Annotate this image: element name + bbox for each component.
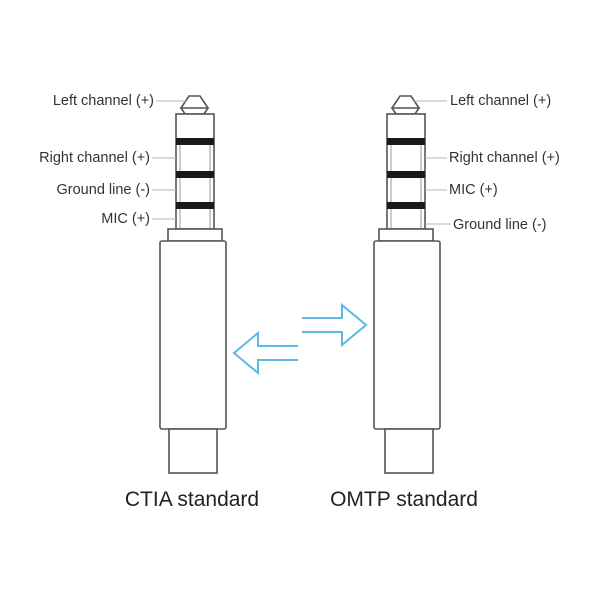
ctia-ground-line-label: Ground line (-) [56, 182, 150, 198]
ctia-left-channel-label: Left channel (+) [52, 93, 154, 109]
ctia-leader-lines [152, 100, 186, 220]
ctia-caption: CTIA standard [124, 488, 260, 511]
omtp-ground-line-label: Ground line (-) [453, 217, 547, 233]
ctia-plug [159, 95, 227, 474]
ctia-right-channel-label: Right channel (+) [39, 150, 150, 166]
omtp-mic-label: MIC (+) [449, 182, 498, 198]
arrow-right-icon [302, 302, 368, 348]
omtp-leader-lines [414, 100, 451, 225]
swap-arrows-icon [232, 302, 368, 376]
arrow-left-icon [232, 330, 298, 376]
omtp-left-channel-label: Left channel (+) [450, 93, 552, 109]
ctia-mic-label: MIC (+) [101, 211, 150, 227]
omtp-plug [373, 95, 441, 474]
omtp-caption: OMTP standard [330, 488, 478, 511]
omtp-right-channel-label: Right channel (+) [449, 150, 560, 166]
